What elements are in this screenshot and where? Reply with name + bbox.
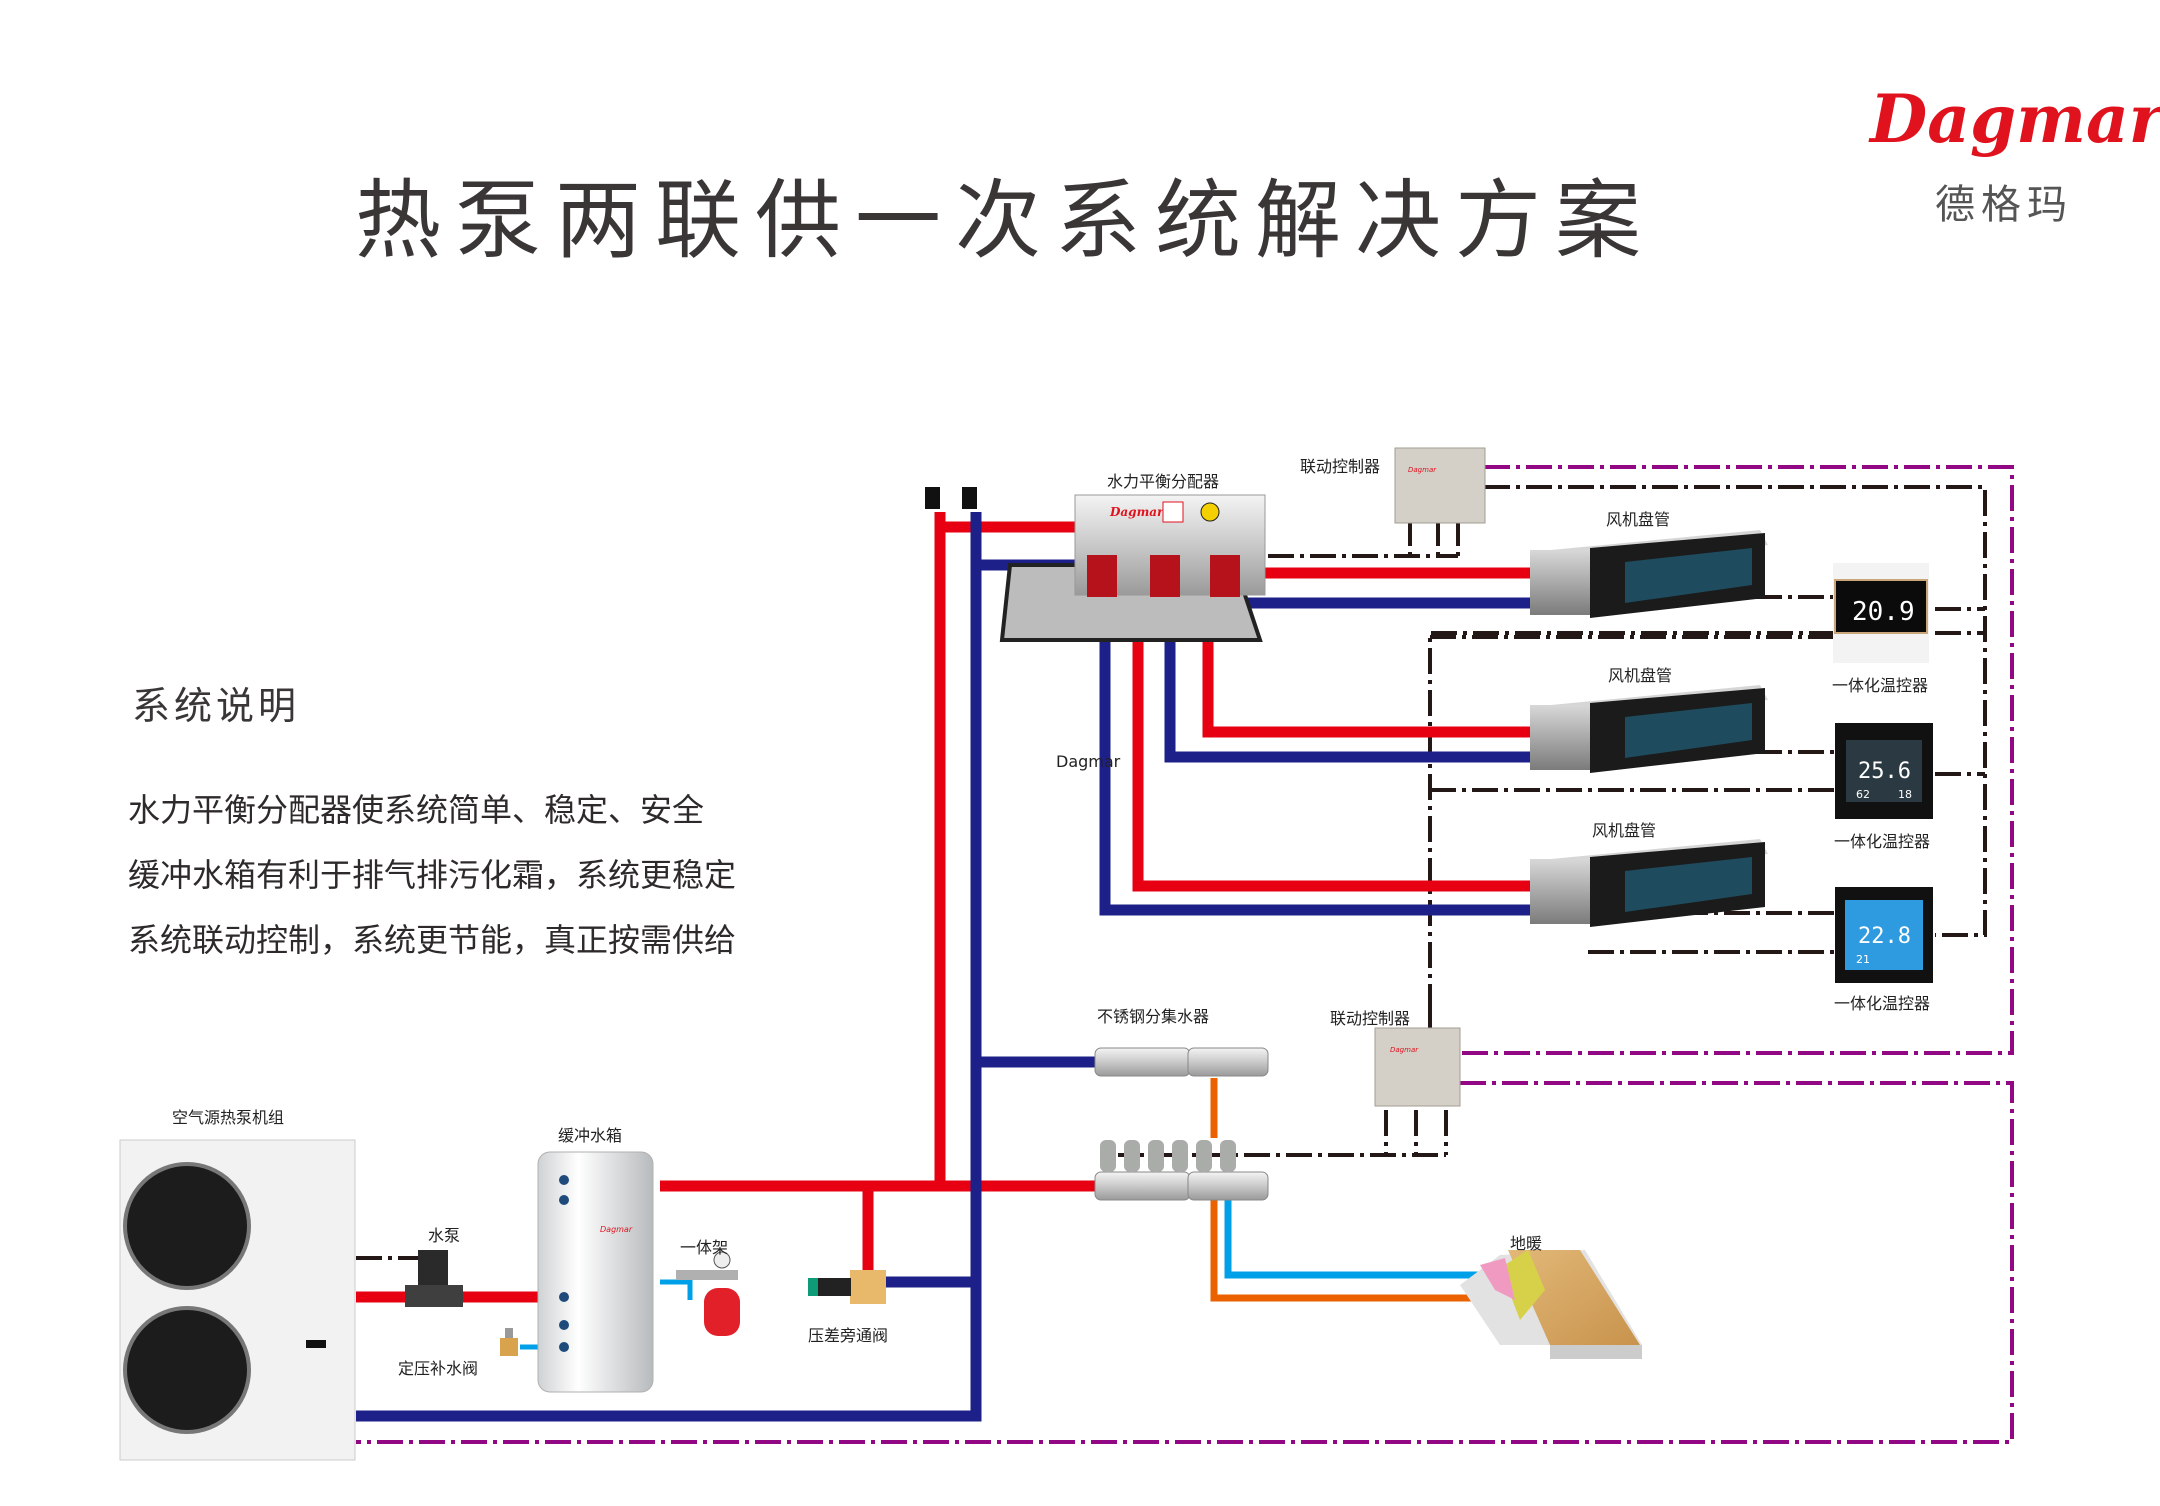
- linkage-controller-bottom: Dagmar: [1374, 1027, 1461, 1107]
- stainless-manifold: [1094, 1047, 1269, 1201]
- buffer-tank: Dagmar: [537, 1151, 654, 1393]
- thermostat-white: 20.9: [1833, 563, 1929, 663]
- brand-name-cn: 德格玛: [1935, 182, 2073, 228]
- fan-coil-unit: [1530, 685, 1768, 773]
- floor-heating-label: 地暖: [1510, 1234, 1543, 1253]
- thermostat-setpoint: 21: [1856, 953, 1870, 966]
- thermostat-label: 一体化温控器: [1834, 832, 1931, 851]
- makeup-valve: [500, 1328, 518, 1356]
- description-title: 系统说明: [132, 684, 301, 728]
- svg-text:Dagmar: Dagmar: [1408, 466, 1437, 474]
- signal-line: [1428, 631, 1985, 1010]
- bypass-valve-label: 压差旁通阀: [808, 1326, 889, 1345]
- return-pipe: [356, 512, 982, 1422]
- supply-pipes: [356, 512, 1605, 1303]
- description-line: 系统联动控制，系统更节能，真正按需供给: [128, 921, 737, 959]
- thermostat-temp: 20.9: [1852, 597, 1915, 627]
- supply-pipe: [1132, 590, 1605, 892]
- fan-coil-label: 风机盘管: [1606, 510, 1671, 529]
- heat-pump-label: 空气源热泵机组: [172, 1108, 285, 1127]
- linkage-controller-top: Dagmar: [1394, 447, 1486, 524]
- thermostat-label: 一体化温控器: [1834, 994, 1931, 1013]
- description-line: 水力平衡分配器使系统简单、稳定、安全: [128, 791, 705, 829]
- hydraulic-distributor-label: 水力平衡分配器: [1107, 472, 1220, 491]
- linkage-controller-label: 联动控制器: [1330, 1009, 1411, 1028]
- floor-return-pipe: [1210, 1078, 1480, 1302]
- return-pipe: [1164, 610, 1605, 763]
- air-vent-icon: [925, 487, 977, 509]
- fan-coil-unit: [1530, 530, 1768, 618]
- pump-label: 水泵: [428, 1226, 461, 1245]
- thermostat-humidity: 62: [1856, 788, 1870, 801]
- page-title: 热泵两联供一次系统解决方案: [355, 171, 1655, 271]
- manifold-label: 不锈钢分集水器: [1097, 1007, 1210, 1026]
- heat-pump-unit: [119, 1139, 356, 1461]
- makeup-valve-label: 定压补水阀: [398, 1359, 479, 1378]
- bypass-valve: [808, 1270, 886, 1304]
- distributor-brand: Dagmar: [1109, 505, 1165, 519]
- svg-text:Dagmar: Dagmar: [1390, 1046, 1419, 1054]
- thermostat-blue: 22.8 21: [1835, 887, 1933, 983]
- power-lines: [356, 465, 2014, 1444]
- floor-supply-pipe: [1224, 1180, 1500, 1279]
- power-line: [1460, 465, 2014, 1055]
- thermostat-dark: 25.6 62 18: [1835, 723, 1933, 819]
- power-line: [356, 1081, 2014, 1444]
- thermostat-setpoint: 18: [1898, 788, 1912, 801]
- hydraulic-distributor: Dagmar: [999, 494, 1266, 642]
- water-pump: [405, 1250, 463, 1307]
- thermostat-temp: 22.8: [1858, 924, 1911, 949]
- buffer-tank-label: 缓冲水箱: [558, 1126, 623, 1145]
- brand-logo: Dagmar: [1870, 80, 2160, 158]
- thermostat-label: 一体化温控器: [1832, 676, 1929, 695]
- signal-line: [1408, 520, 1460, 556]
- floor-heating-panel: [1460, 1250, 1642, 1359]
- thermostat-temp: 25.6: [1858, 759, 1911, 784]
- signal-line: [1484, 485, 1987, 937]
- watermark-text: Dagmar: [1056, 752, 1121, 771]
- description-line: 缓冲水箱有利于排气排污化霜，系统更稳定: [128, 856, 737, 894]
- expansion-rack-label: 一体架: [680, 1238, 729, 1257]
- return-pipe: [1099, 610, 1605, 916]
- linkage-controller-label: 联动控制器: [1300, 457, 1381, 476]
- signal-line: [1384, 1110, 1448, 1155]
- fan-coil-label: 风机盘管: [1608, 666, 1673, 685]
- fan-coil-label: 风机盘管: [1592, 821, 1657, 840]
- expansion-rack: [676, 1251, 740, 1336]
- fan-coil-unit: [1530, 839, 1768, 927]
- svg-text:Dagmar: Dagmar: [600, 1225, 633, 1234]
